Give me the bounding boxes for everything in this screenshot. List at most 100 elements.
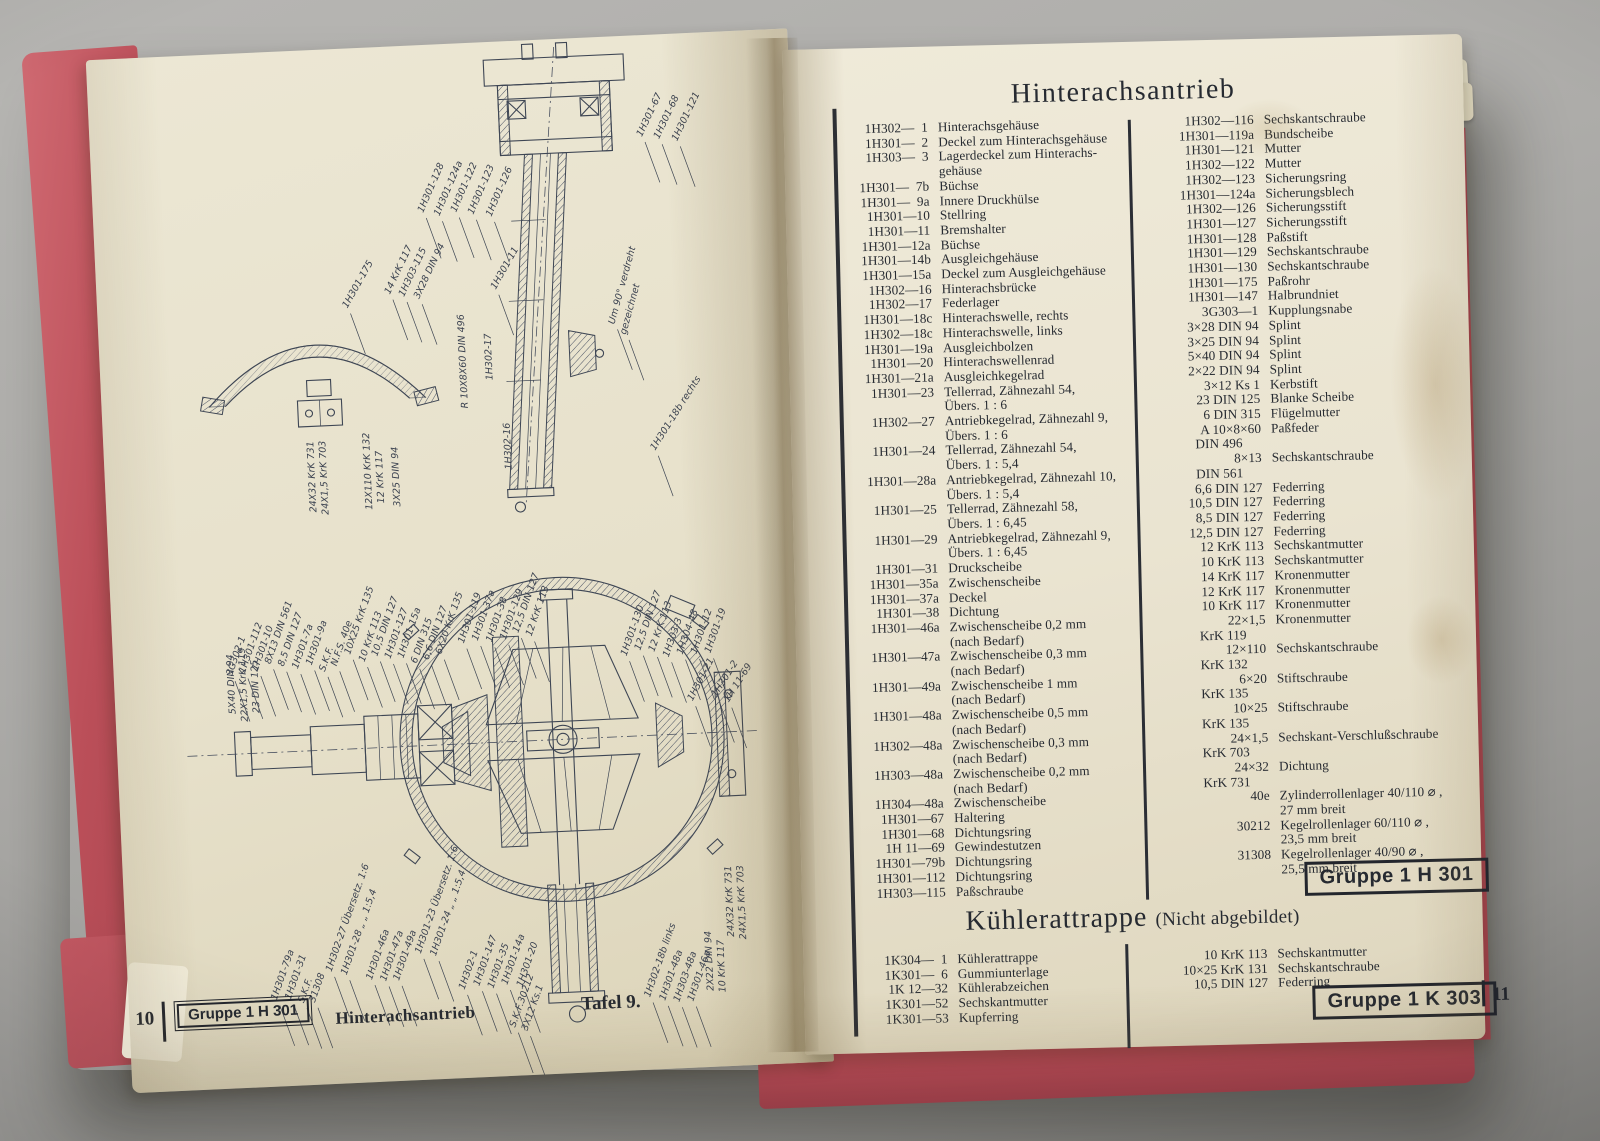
part-number: 1H301—46a bbox=[870, 619, 940, 636]
leader-line bbox=[352, 659, 369, 701]
leader-line bbox=[421, 304, 438, 345]
leader-line bbox=[406, 663, 422, 704]
leader-line bbox=[438, 961, 455, 1002]
leader-line bbox=[629, 661, 645, 702]
axle-tube-section bbox=[482, 41, 625, 513]
diagram-callout-labels: 1H301-671H301-681H301-1211H301-1281H301-… bbox=[224, 90, 755, 1077]
leader-line bbox=[379, 661, 396, 703]
diagram-label: 24X32 KrK 731 bbox=[723, 865, 737, 937]
diagram-label: 22X1,5 KrK 119 bbox=[237, 647, 251, 722]
leader-line bbox=[293, 1004, 309, 1046]
leader-line bbox=[695, 1006, 712, 1048]
leader-line bbox=[306, 1008, 323, 1049]
diagram-label: 24X1,5 KrK 703 bbox=[735, 865, 749, 940]
leader-line bbox=[480, 645, 496, 687]
leader-line bbox=[273, 669, 289, 710]
leader-line bbox=[685, 659, 701, 701]
leader-line bbox=[406, 301, 423, 343]
leader-line bbox=[510, 989, 526, 1031]
diagram-label: 1H301-175 bbox=[340, 259, 376, 310]
leader-line bbox=[657, 656, 673, 698]
differential-section bbox=[187, 576, 757, 1023]
diagram-label: 12X110 KrK 132 bbox=[361, 432, 375, 510]
leader-line bbox=[442, 221, 458, 262]
leader-line bbox=[476, 219, 492, 261]
part-number: 1H302—48a bbox=[873, 736, 943, 754]
leader-line bbox=[719, 702, 735, 743]
diagram-label: 1H302-16 bbox=[502, 422, 515, 469]
leader-line bbox=[517, 1032, 534, 1074]
leader-line bbox=[423, 958, 440, 1000]
leader-line bbox=[679, 146, 696, 187]
diagram-label: 12 KrK 117 bbox=[374, 450, 387, 503]
leader-line bbox=[247, 678, 264, 720]
leader-line bbox=[494, 221, 510, 263]
plate-number: Tafel 9. bbox=[580, 991, 641, 1015]
leader-line bbox=[339, 671, 355, 712]
part-number: 1H301—24 bbox=[872, 442, 936, 460]
group-box-1K303: Gruppe 1 K 303 bbox=[1312, 981, 1497, 1020]
leader-line bbox=[388, 986, 405, 1027]
part-number: 1H302—27 bbox=[871, 413, 935, 431]
part-number: 1H301—28a bbox=[866, 472, 937, 489]
leader-line bbox=[419, 668, 435, 710]
leader-line bbox=[327, 676, 344, 718]
diagram-label: 1H301-18b rechts bbox=[648, 374, 703, 452]
part-number: 30212 bbox=[1236, 817, 1271, 834]
leader-line bbox=[314, 670, 330, 712]
part-number: 1H303—115 bbox=[876, 883, 947, 901]
leader-line bbox=[458, 217, 475, 258]
leader-line bbox=[300, 674, 316, 715]
page-number-right-wrap: 11 bbox=[1481, 980, 1511, 1007]
part-number: 1H301—23 bbox=[870, 384, 935, 401]
leader-line bbox=[534, 641, 550, 683]
part-number: 1H301—29 bbox=[874, 531, 938, 548]
diagram-label: 3X25 DIN 94 bbox=[390, 446, 404, 506]
leader-line bbox=[498, 294, 514, 336]
leader-line bbox=[401, 985, 418, 1027]
leader-line bbox=[482, 991, 498, 1032]
leader-line bbox=[234, 681, 251, 722]
part-number: 1H301—48a bbox=[872, 707, 942, 725]
leader-line bbox=[713, 658, 729, 699]
part-number: 1H303— 3 bbox=[865, 148, 929, 166]
page-number-left: 10 bbox=[134, 1008, 155, 1031]
section2-title-text: Kühlerattrappe bbox=[965, 901, 1148, 937]
leader-line bbox=[349, 980, 365, 1021]
section2-subtitle: (Nicht abgebildet) bbox=[1155, 906, 1300, 931]
leader-line bbox=[699, 658, 715, 700]
part-number: 1H301—47a bbox=[871, 648, 941, 666]
footer-divider-rule bbox=[1481, 980, 1486, 1007]
leader-line bbox=[671, 662, 687, 703]
diagram-label: 24X32 KrK 731 bbox=[305, 441, 319, 513]
leader-line bbox=[392, 299, 409, 341]
leader-line bbox=[279, 1005, 295, 1046]
part-number: 1H301—25 bbox=[873, 501, 938, 519]
part-number: 10,5 DIN 127 bbox=[1193, 975, 1269, 992]
leader-line bbox=[521, 637, 537, 679]
leader-line bbox=[525, 992, 541, 1033]
leader-line bbox=[443, 659, 460, 701]
diagram-label: 1H301-11 bbox=[489, 245, 522, 291]
leader-line bbox=[642, 655, 659, 697]
diagram-label: 24X1,5 KrK 703 bbox=[317, 440, 331, 515]
leader-line bbox=[425, 217, 442, 259]
diagram-label: 2X22 DIN 94 bbox=[703, 931, 717, 991]
leader-line bbox=[496, 993, 512, 1035]
diagram-label: R 10X8X60 DIN 496 bbox=[456, 314, 471, 409]
spring-bracket-detail bbox=[199, 344, 440, 428]
page-number-right: 11 bbox=[1491, 983, 1511, 1006]
part-number: 1K301—53 bbox=[885, 1010, 950, 1027]
part-number: 31308 bbox=[1237, 846, 1272, 863]
leader-line bbox=[286, 671, 302, 713]
leader-line bbox=[731, 707, 747, 749]
section2-title: Kühlerattrappe (Nicht abgebildet) bbox=[802, 894, 1463, 942]
diagram-label: 5X40 DIN 94 bbox=[225, 654, 239, 714]
leader-line bbox=[374, 984, 391, 1026]
part-number: 1H301—49a bbox=[871, 678, 942, 695]
leader-line bbox=[494, 647, 510, 688]
